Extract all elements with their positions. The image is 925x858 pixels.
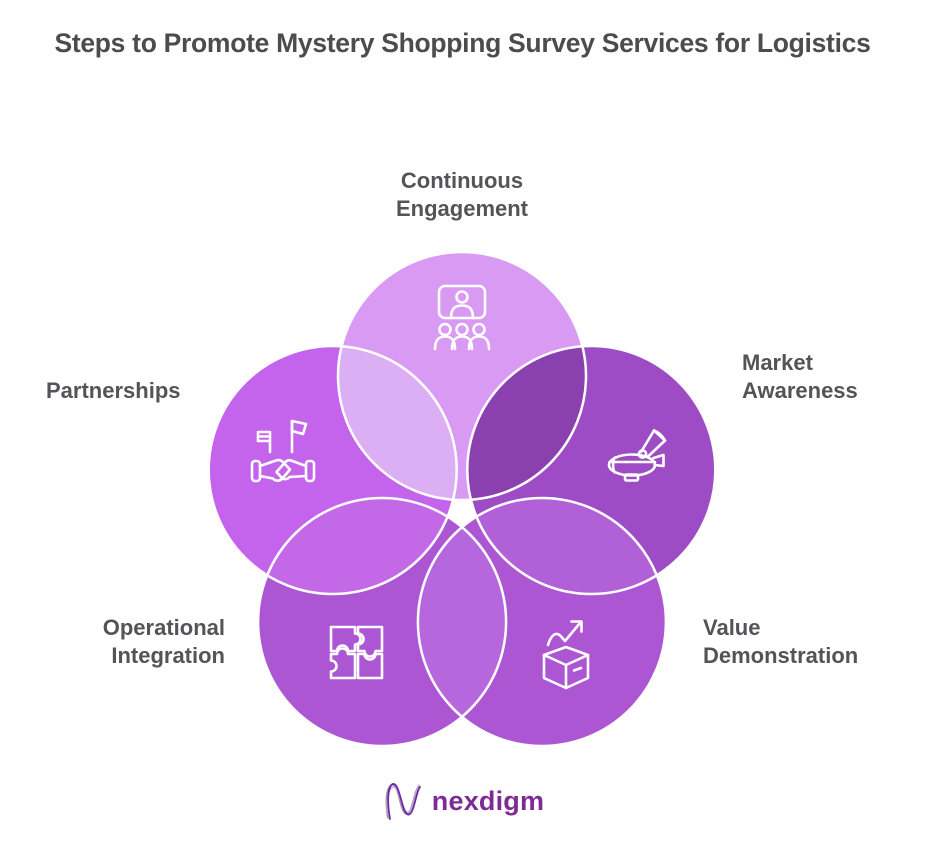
overlap-engagement-partnerships [338,346,457,500]
page-title: Steps to Promote Mystery Shopping Survey… [54,28,871,58]
step-label-partnerships: Partnerships [46,378,181,403]
brand-logo: nexdigm [0,777,925,825]
icon-layer [250,284,667,690]
overlap-engagement-market [467,346,586,500]
advertising-blimp-megaphone-icon [607,429,667,482]
step-label-value-demonstration: Value Demonstration [703,615,859,668]
open-box-growth-arrow-icon [542,620,590,690]
puzzle-pieces-icon [329,625,384,680]
nexdigm-logo-text: nexdigm [431,785,545,816]
circle-outlines [207,250,717,748]
nexdigm-logo-mark [385,783,421,820]
audience-presentation-icon [433,284,491,351]
step-label-operational-integration: Operational Integration [102,615,225,668]
handshake-flags-icon [250,419,316,483]
step-label-market-awareness: Market Awareness [742,350,858,403]
overlap-value-operational [417,498,507,746]
step-label-continuous-engagement: Continuous Engagement [395,168,529,221]
